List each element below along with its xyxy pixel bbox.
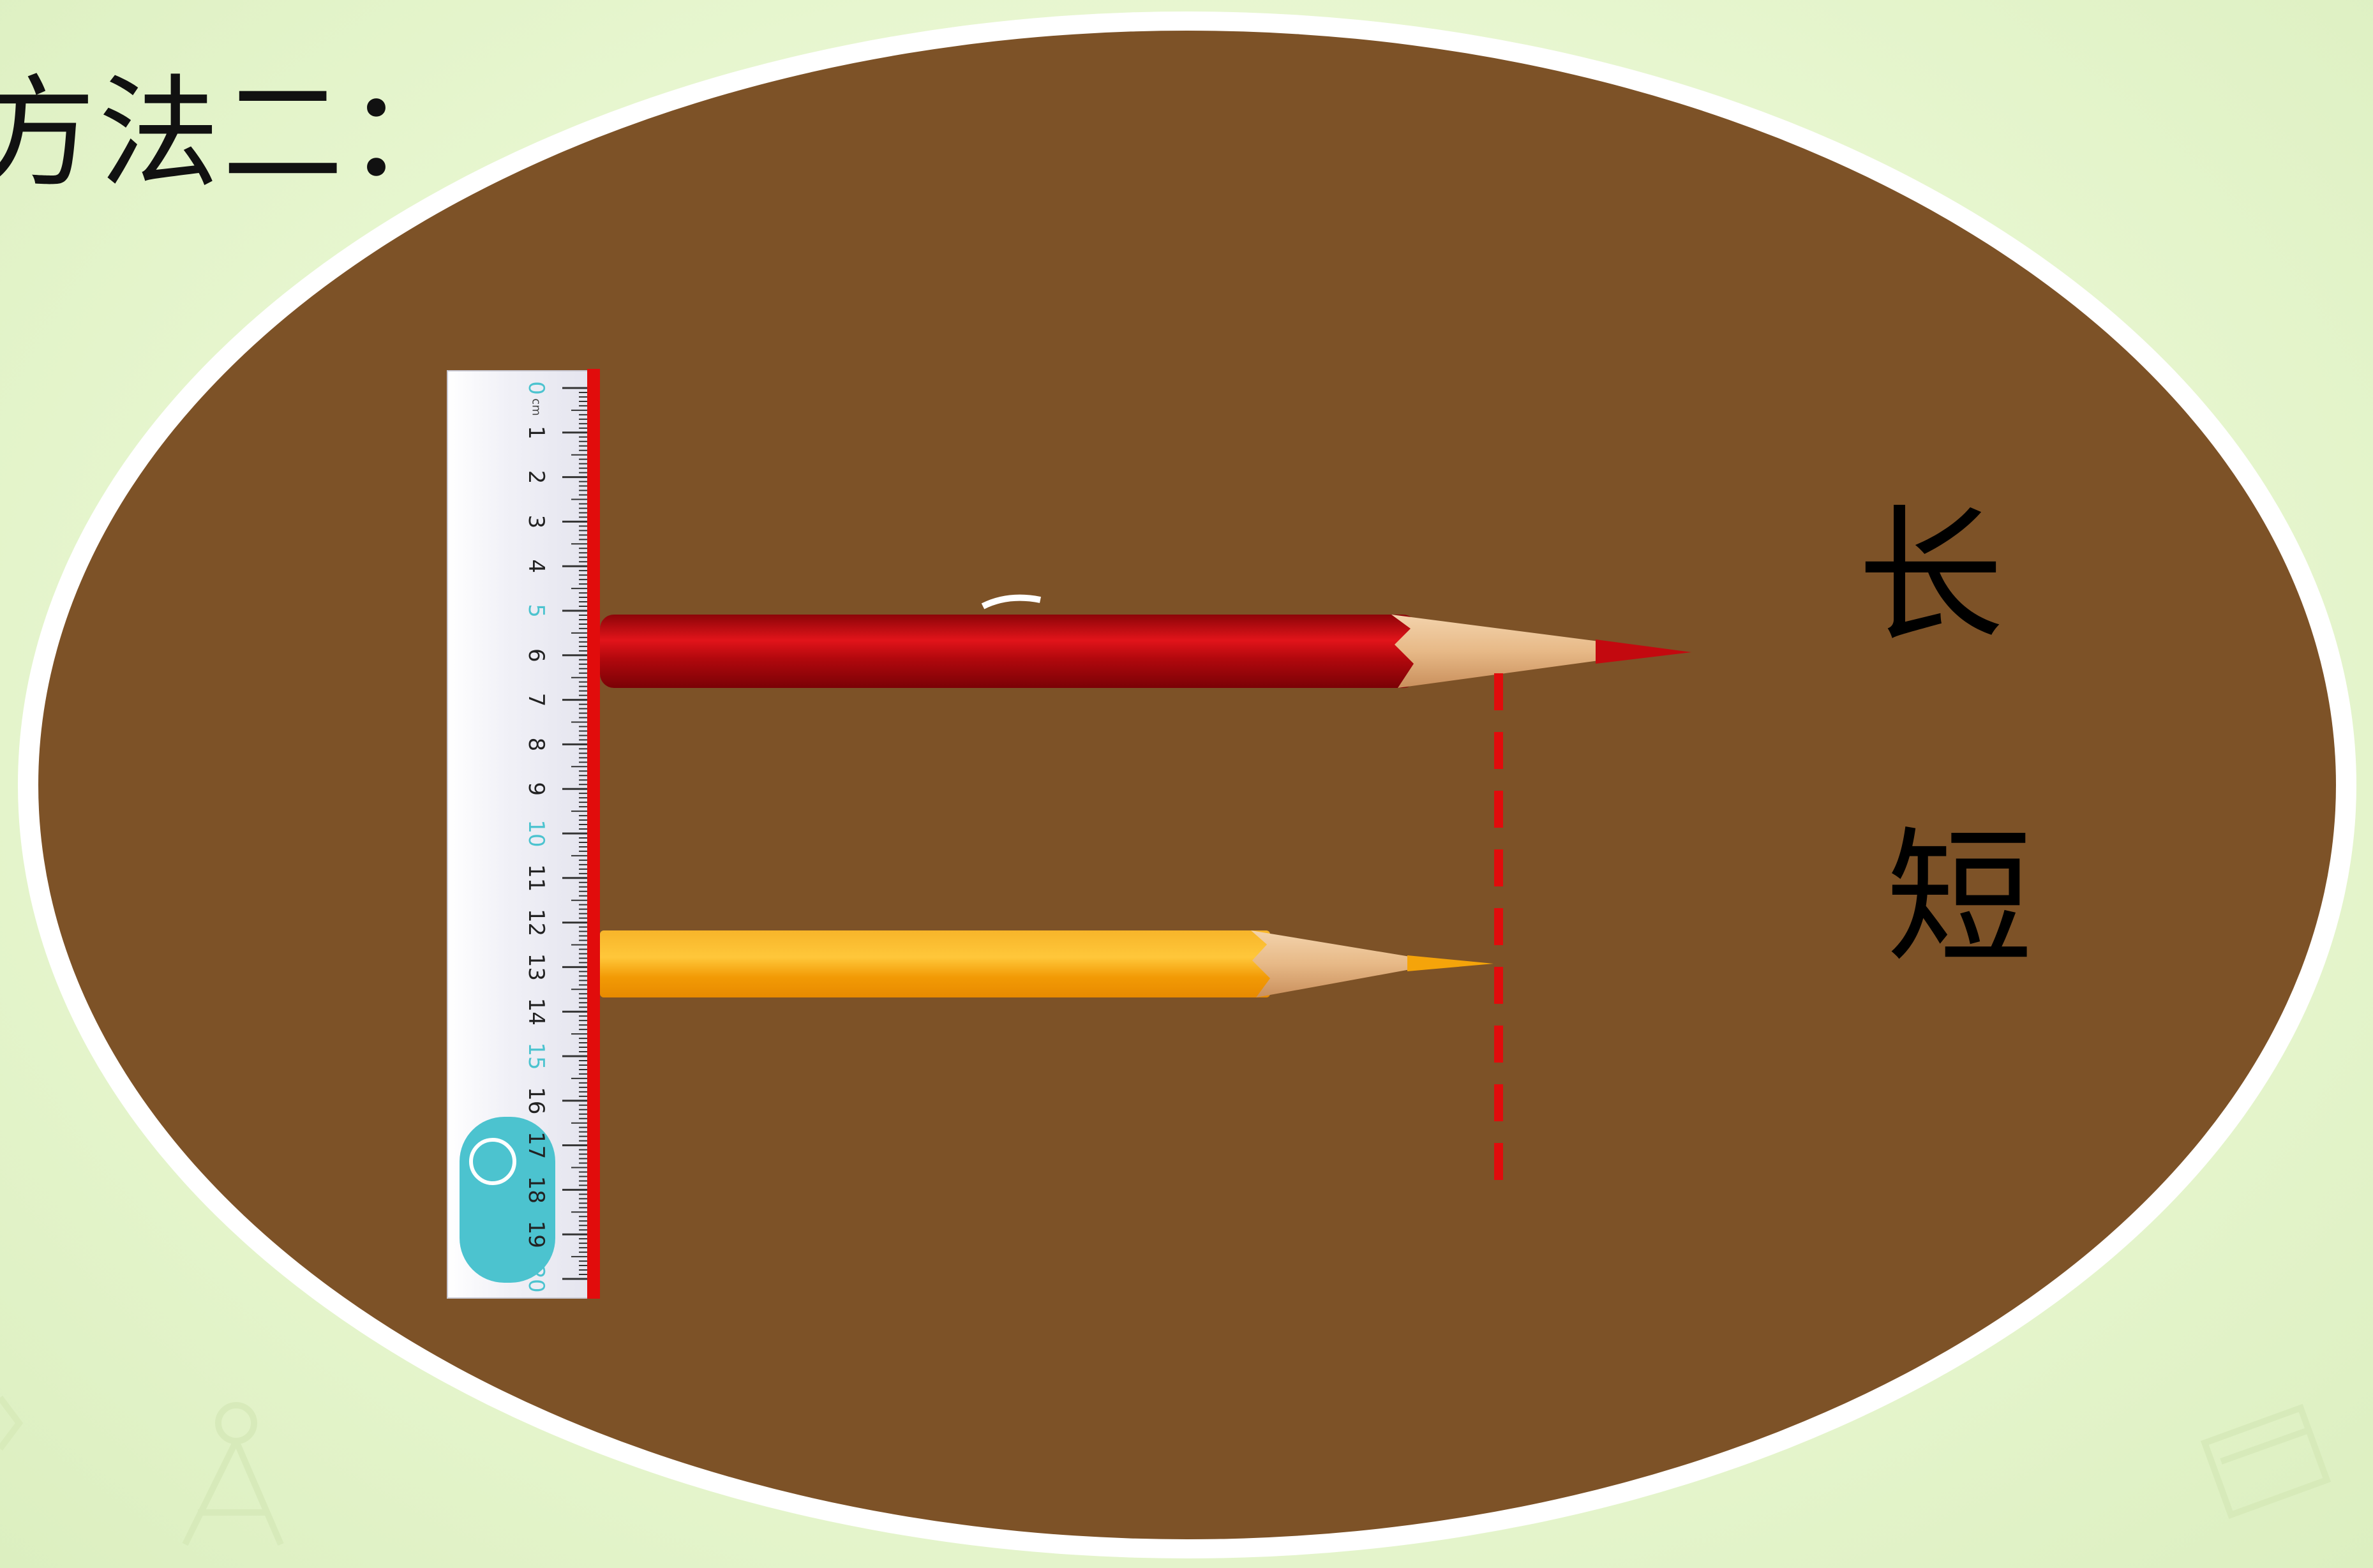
ruler-corner-icon [2200, 1403, 2332, 1519]
corner-mark-icon [0, 1396, 24, 1451]
compass-icon [182, 1402, 284, 1546]
ruler-number: 11 [523, 864, 549, 892]
pencil-highlight [981, 594, 1041, 609]
long-red-pencil [600, 594, 1691, 688]
ruler-number: 13 [523, 953, 549, 981]
label-short: 短 [1886, 814, 2033, 985]
ruler-number: 7 [523, 693, 549, 707]
red-pencil-wood [1391, 615, 1599, 688]
ruler-number: 12 [523, 909, 549, 936]
red-pencil-tip [1596, 639, 1691, 664]
label-long: 长 [1857, 492, 2005, 662]
ruler-logo-icon [469, 1138, 516, 1185]
red-pencil-body [600, 615, 1417, 688]
yellow-pencil-tip [1407, 955, 1493, 971]
ruler-number: 8 [523, 738, 549, 752]
ruler-number: 4 [523, 559, 549, 573]
short-yellow-pencil [600, 930, 1493, 997]
ruler-number: 9 [523, 782, 549, 796]
ruler-number: 1 [523, 426, 549, 440]
yellow-pencil-body [600, 930, 1270, 997]
board-surface [38, 31, 2336, 1539]
ruler-number: 14 [523, 998, 549, 1026]
ruler-number: 5 [523, 604, 549, 618]
ruler-number: 20 [523, 1265, 549, 1292]
ruler-number: 3 [523, 515, 549, 529]
ruler-logo-badge [460, 1117, 555, 1283]
ruler-number: 2 [523, 470, 549, 484]
ruler-number: 15 [523, 1042, 549, 1070]
slide-title: 方法二： [0, 63, 470, 204]
yellow-pencil-wood [1251, 930, 1414, 997]
ruler-number: 16 [523, 1087, 549, 1114]
ruler-number: 0 [523, 381, 549, 395]
ruler-number: 17 [523, 1131, 549, 1159]
ruler-number: 18 [523, 1176, 549, 1204]
ruler-number: 19 [523, 1221, 549, 1248]
ruler-unit-label: cm [530, 398, 543, 415]
ruler-number: 10 [523, 819, 549, 847]
ruler-number: 6 [523, 648, 549, 662]
